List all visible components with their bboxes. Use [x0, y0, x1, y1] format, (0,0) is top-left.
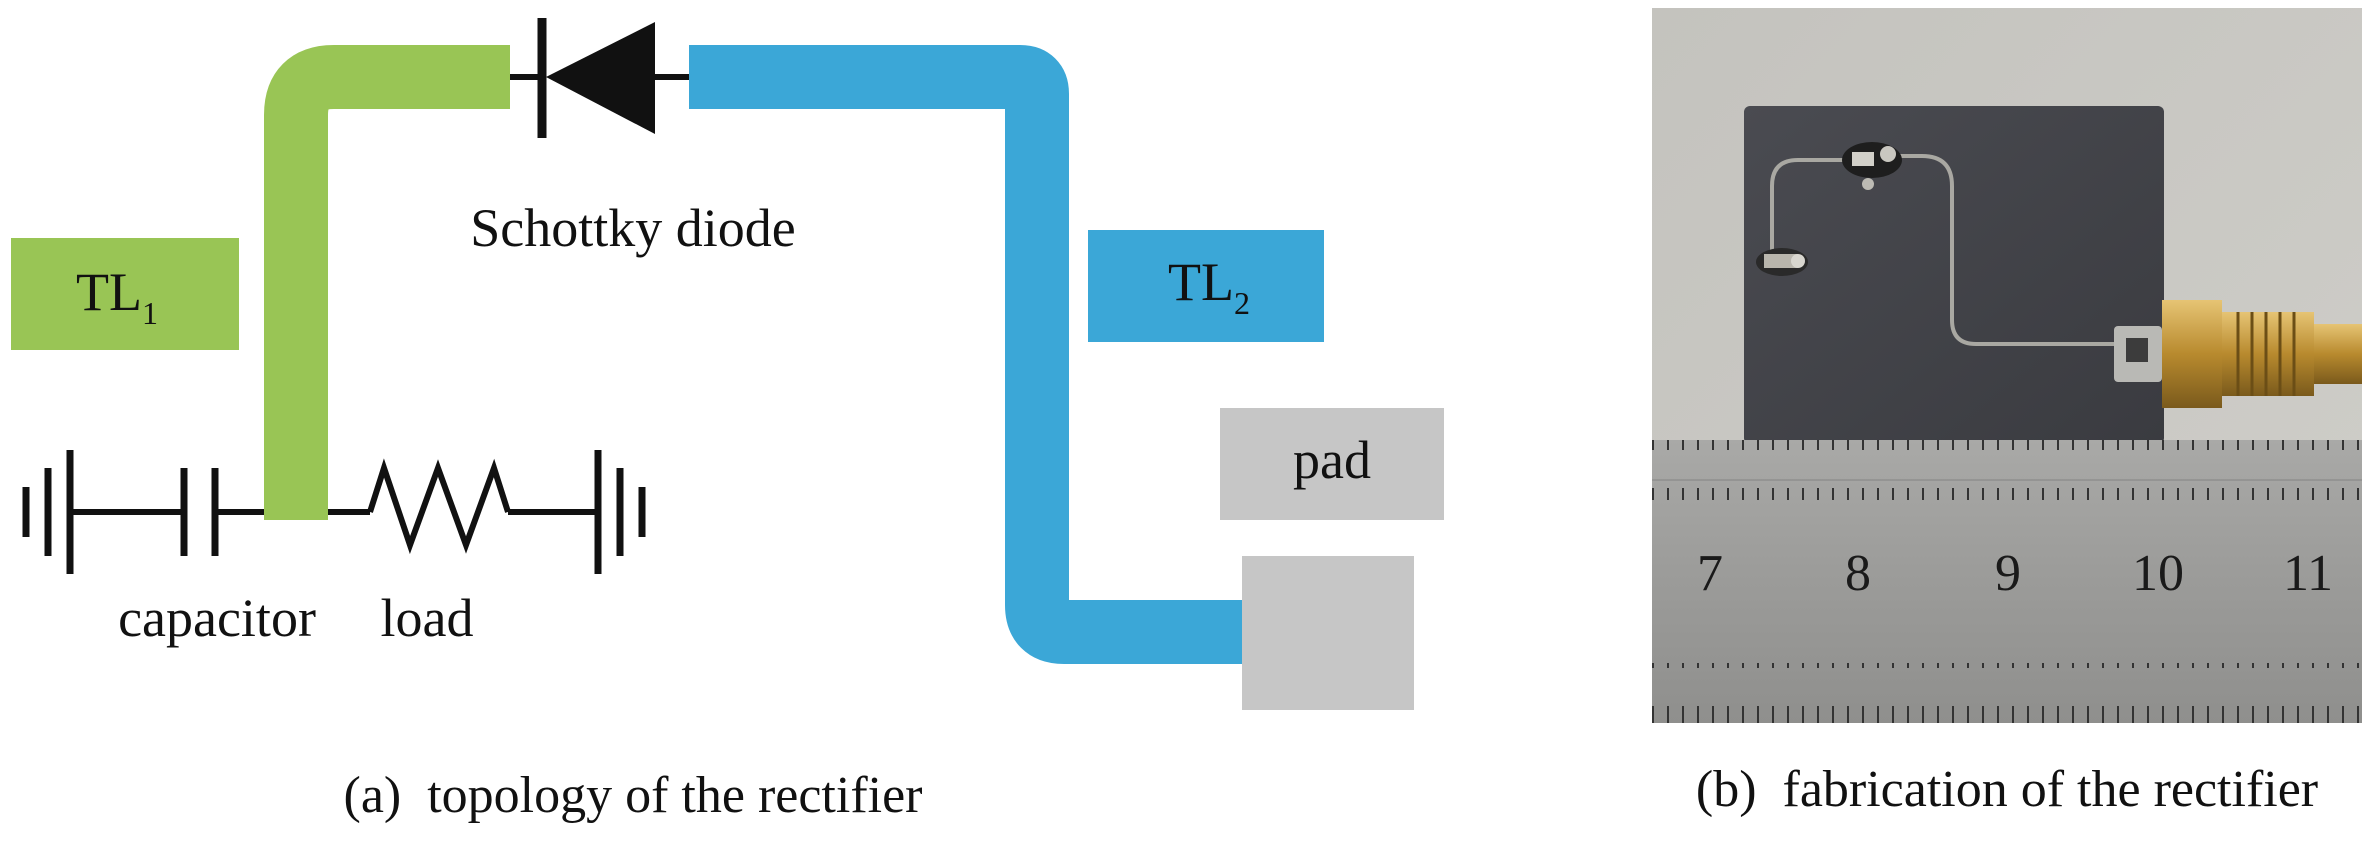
pad-legend-label: pad: [1293, 430, 1371, 490]
ruler-number-7: 7: [1697, 545, 1723, 602]
pad-square: [1242, 556, 1414, 710]
sma-connector: [2114, 300, 2362, 408]
tl2-transmission-line: [689, 45, 1242, 664]
tl1-legend-label: TL1: [76, 262, 158, 331]
tl1-legend-box: [11, 238, 239, 350]
load-resistor-symbol: [367, 458, 511, 555]
rectifier-topology-diagram: TL1 TL2 pad Schottky diode capacitor loa…: [11, 18, 1444, 824]
tl1-transmission-line: [264, 45, 510, 520]
caption-a: (a) topology of the rectifier: [344, 767, 923, 824]
tl2-legend-box: [1088, 230, 1324, 342]
ruler-number-11: 11: [2283, 545, 2333, 602]
tl2-legend-label: TL2: [1168, 252, 1250, 321]
microstrip-trace: [1770, 154, 2122, 346]
load-label: load: [381, 588, 474, 648]
schottky-diode: [510, 18, 689, 138]
capacitor-component: [1756, 248, 1808, 276]
schottky-diode-label: Schottky diode: [470, 198, 795, 258]
capacitor-symbol: [180, 468, 219, 556]
left-ground-symbol: [22, 450, 74, 574]
fabricated-rectifier-photo: 7 8 9 10 11: [1652, 8, 2362, 723]
ruler-number-10: 10: [2132, 545, 2184, 602]
ruler-number-8: 8: [1845, 545, 1871, 602]
ruler-number-9: 9: [1995, 545, 2021, 602]
diode-component: [1842, 142, 1902, 190]
measurement-ruler: [1652, 440, 2362, 723]
pad-legend-box: [1220, 408, 1444, 520]
right-ground-symbol: [594, 450, 646, 574]
capacitor-label: capacitor: [118, 588, 316, 648]
caption-b: (b) fabrication of the rectifier: [1695, 761, 2319, 818]
